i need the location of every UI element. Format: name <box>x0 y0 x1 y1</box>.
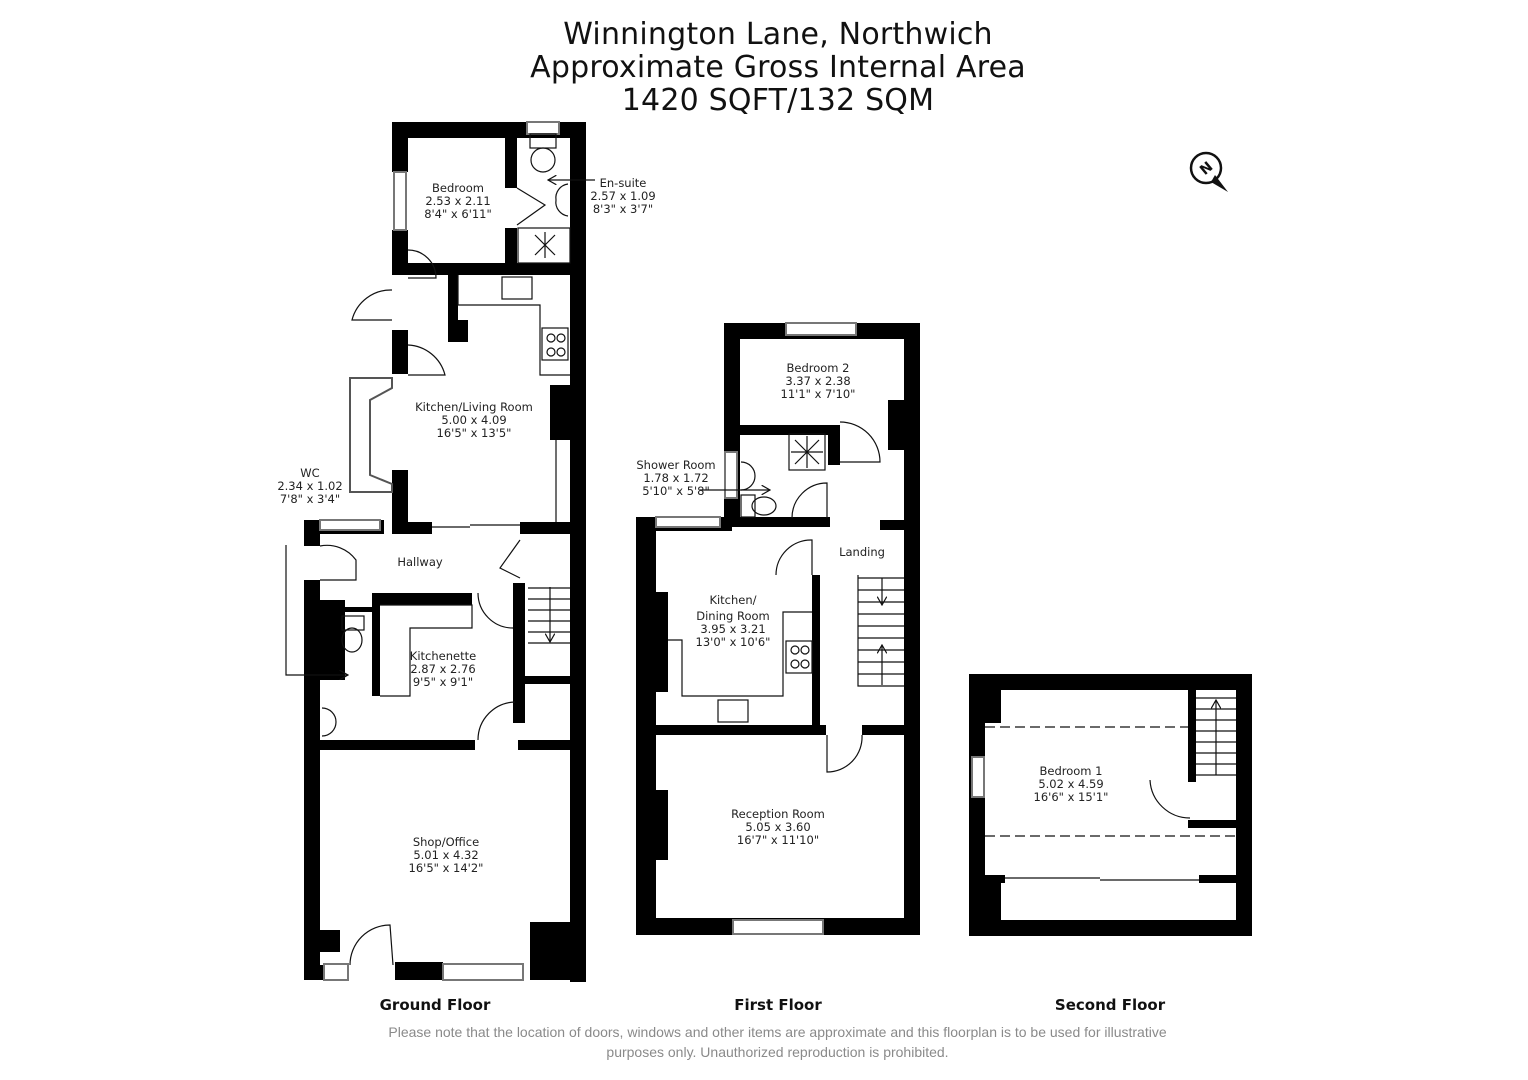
svg-text:3.37 x 2.38: 3.37 x 2.38 <box>785 374 850 388</box>
svg-text:2.34 x 1.02: 2.34 x 1.02 <box>277 479 342 493</box>
room-shop-office-name: Shop/Office <box>413 835 479 849</box>
disclaimer-line-2: purposes only. Unauthorized reproduction… <box>606 1044 949 1060</box>
svg-text:2.87 x 2.76: 2.87 x 2.76 <box>410 662 475 676</box>
svg-text:7'8" x 3'4": 7'8" x 3'4" <box>280 492 340 506</box>
disclaimer: Please note that the location of doors, … <box>300 1022 1255 1062</box>
first-floor-label: First Floor <box>734 996 822 1014</box>
svg-text:1.78 x 1.72: 1.78 x 1.72 <box>643 471 708 485</box>
room-kitchen-living-name: Kitchen/Living Room <box>415 400 533 414</box>
area-value: 1420 SQFT/132 SQM <box>621 83 935 118</box>
room-kitchen-dining-name: Kitchen/ <box>709 593 756 607</box>
room-bedroom2-name: Bedroom 2 <box>787 361 850 375</box>
disclaimer-line-1: Please note that the location of doors, … <box>388 1024 1167 1040</box>
svg-text:Dining Room: Dining Room <box>696 609 770 623</box>
svg-text:5.02 x 4.59: 5.02 x 4.59 <box>1038 777 1103 791</box>
svg-text:8'3" x 3'7": 8'3" x 3'7" <box>593 202 653 216</box>
area-label: Approximate Gross Internal Area <box>530 50 1026 85</box>
svg-text:2.57 x 1.09: 2.57 x 1.09 <box>590 189 655 203</box>
svg-text:16'6" x 15'1": 16'6" x 15'1" <box>1034 790 1109 804</box>
room-bedroom1-name: Bedroom 1 <box>1040 764 1103 778</box>
room-shower-room-name: Shower Room <box>636 458 715 472</box>
room-landing-name: Landing <box>839 545 885 559</box>
property-address: Winnington Lane, Northwich <box>563 17 993 52</box>
svg-text:9'5" x 9'1": 9'5" x 9'1" <box>413 675 473 689</box>
title-block: Winnington Lane, Northwich Approximate G… <box>0 18 1528 117</box>
room-bedroom-name: Bedroom <box>432 181 484 195</box>
room-wc-name: WC <box>300 466 319 480</box>
first-floor-plan <box>636 322 920 935</box>
first-floor-fixtures <box>668 421 904 773</box>
svg-text:16'5" x 14'2": 16'5" x 14'2" <box>409 861 484 875</box>
second-floor-fixtures <box>985 697 1236 881</box>
svg-text:5'10" x 5'8": 5'10" x 5'8" <box>642 484 710 498</box>
svg-text:16'5" x 13'5": 16'5" x 13'5" <box>437 426 512 440</box>
svg-text:13'0" x 10'6": 13'0" x 10'6" <box>696 635 771 649</box>
ground-floor-fixtures <box>285 133 595 966</box>
room-hallway-name: Hallway <box>397 555 443 569</box>
second-floor-label: Second Floor <box>1054 996 1166 1014</box>
ground-floor-plan <box>304 121 586 982</box>
svg-text:5.01 x 4.32: 5.01 x 4.32 <box>413 848 478 862</box>
svg-text:11'1" x 7'10": 11'1" x 7'10" <box>781 387 856 401</box>
svg-text:3.95 x 3.21: 3.95 x 3.21 <box>700 622 765 636</box>
svg-text:16'7" x 11'10": 16'7" x 11'10" <box>737 833 819 847</box>
room-ensuite-name: En-suite <box>600 176 647 190</box>
svg-text:5.05 x 3.60: 5.05 x 3.60 <box>745 820 810 834</box>
room-reception-name: Reception Room <box>731 807 825 821</box>
second-floor-plan <box>969 674 1252 936</box>
svg-text:5.00 x 4.09: 5.00 x 4.09 <box>441 413 506 427</box>
north-compass-icon: N <box>1189 151 1228 192</box>
svg-text:8'4" x 6'11": 8'4" x 6'11" <box>424 207 492 221</box>
ground-floor-label: Ground Floor <box>379 996 491 1014</box>
room-kitchenette-name: Kitchenette <box>410 649 476 663</box>
svg-text:2.53 x 2.11: 2.53 x 2.11 <box>425 194 490 208</box>
